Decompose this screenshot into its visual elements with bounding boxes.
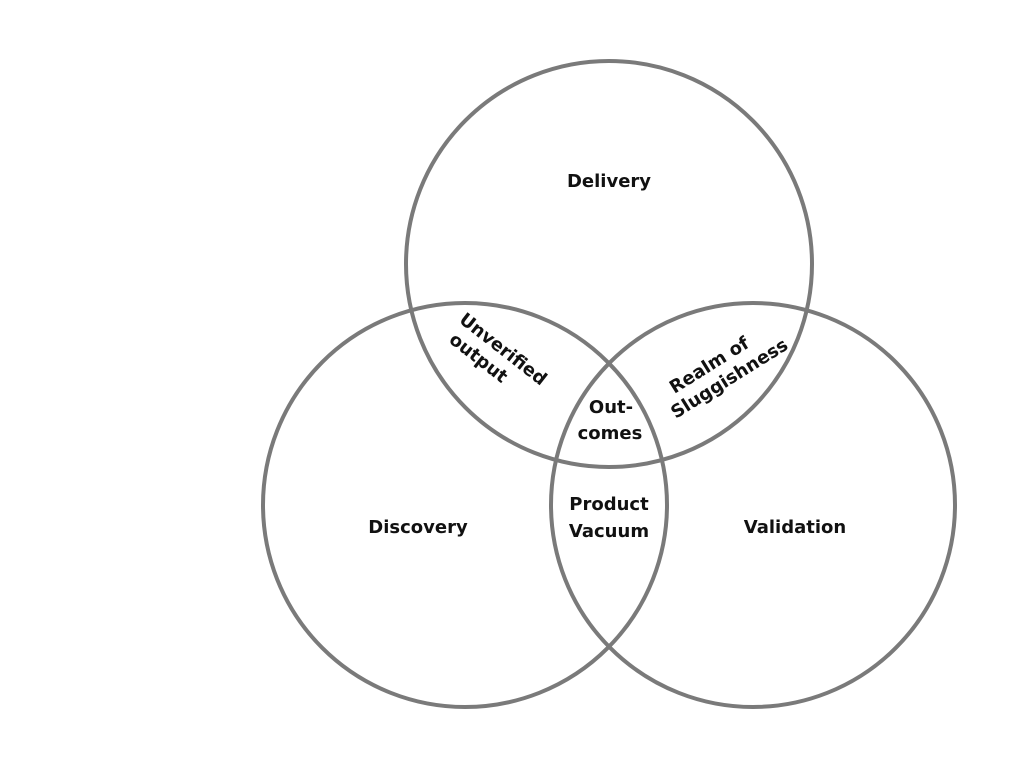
delivery-label: Delivery (567, 171, 651, 192)
svg-text:comes: comes (578, 423, 643, 444)
validation-circle (549, 301, 957, 709)
svg-text:Vacuum: Vacuum (569, 521, 649, 542)
discovery-circle (261, 301, 669, 709)
validation-label: Validation (744, 517, 846, 538)
svg-text:Out-: Out- (589, 397, 633, 418)
outcomes-label: Out- comes (578, 397, 643, 444)
unverified-output-label: Unverified output (445, 309, 551, 390)
svg-text:Product: Product (569, 494, 649, 515)
delivery-circle (404, 59, 814, 469)
product-vacuum-label: Product Vacuum (569, 494, 649, 542)
realm-of-sluggishness-label: Realm of Sluggishness (666, 333, 792, 423)
discovery-label: Discovery (368, 517, 468, 538)
